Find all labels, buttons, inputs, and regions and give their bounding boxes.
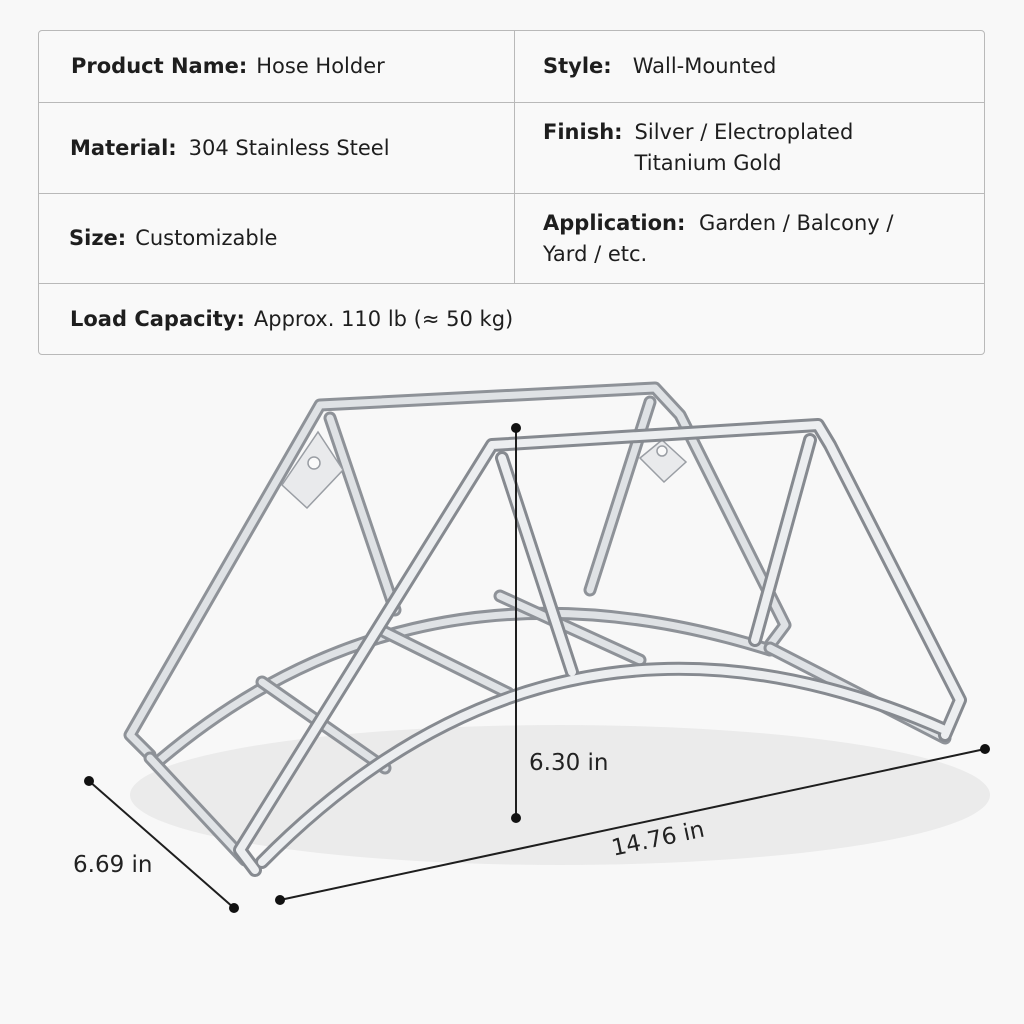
material-cell: Material: 304 Stainless Steel [39,103,514,193]
mounting-plate-right [638,439,688,484]
spec-row-1: Product Name: Hose Holder Style: Wall-Mo… [39,31,984,103]
back-frame [123,381,792,767]
product-name-cell: Product Name: Hose Holder [39,31,514,102]
product-name-label: Product Name: [71,54,248,78]
spec-row-3: Size: Customizable Application: Garden /… [39,194,984,284]
style-label: Style: [543,54,612,78]
size-value: Customizable [135,226,278,250]
front-frame [233,418,967,877]
mounting-plate-left [281,430,344,510]
style-value: Wall-Mounted [632,54,777,78]
floor-shadow [130,725,990,865]
hose-holder-illustration [84,381,990,913]
depth-dimension [84,776,239,913]
spec-row-4: Load Capacity: Approx. 110 lb (≈ 50 kg) [39,284,984,355]
material-value: 304 Stainless Steel [188,135,390,160]
application-cell: Application: Garden / Balcony / Yard / e… [514,194,984,283]
application-value-line-1: Garden / Balcony / [699,210,894,235]
height-dimension-label: 6.30 in [529,750,609,776]
load-capacity-value: Approx. 110 lb (≈ 50 kg) [253,307,514,331]
finish-value-line-1: Silver / Electroplated [634,120,854,144]
load-capacity-label: Load Capacity: [70,307,245,331]
size-label: Size: [69,226,127,250]
spec-row-2: Material: 304 Stainless Steel Finish: Si… [39,103,984,194]
screw-hole-right [656,445,668,457]
application-label: Application: [543,210,686,235]
finish-value-line-2: Titanium Gold [634,151,782,175]
material-label: Material: [70,135,177,160]
screw-hole-left [307,456,321,470]
load-capacity-cell: Load Capacity: Approx. 110 lb (≈ 50 kg) [39,284,984,355]
finish-label: Finish: [543,120,623,144]
size-cell: Size: Customizable [39,194,514,283]
height-dimension [511,423,521,823]
product-name-value: Hose Holder [256,54,385,78]
application-value-line-2: Yard / etc. [543,241,648,266]
style-cell: Style: Wall-Mounted [514,31,984,102]
depth-dimension-label: 6.69 in [73,852,153,878]
finish-cell: Finish: Silver / Electroplated Titanium … [514,103,984,193]
spec-table: Product Name: Hose Holder Style: Wall-Mo… [38,30,985,355]
length-dimension [275,744,990,905]
